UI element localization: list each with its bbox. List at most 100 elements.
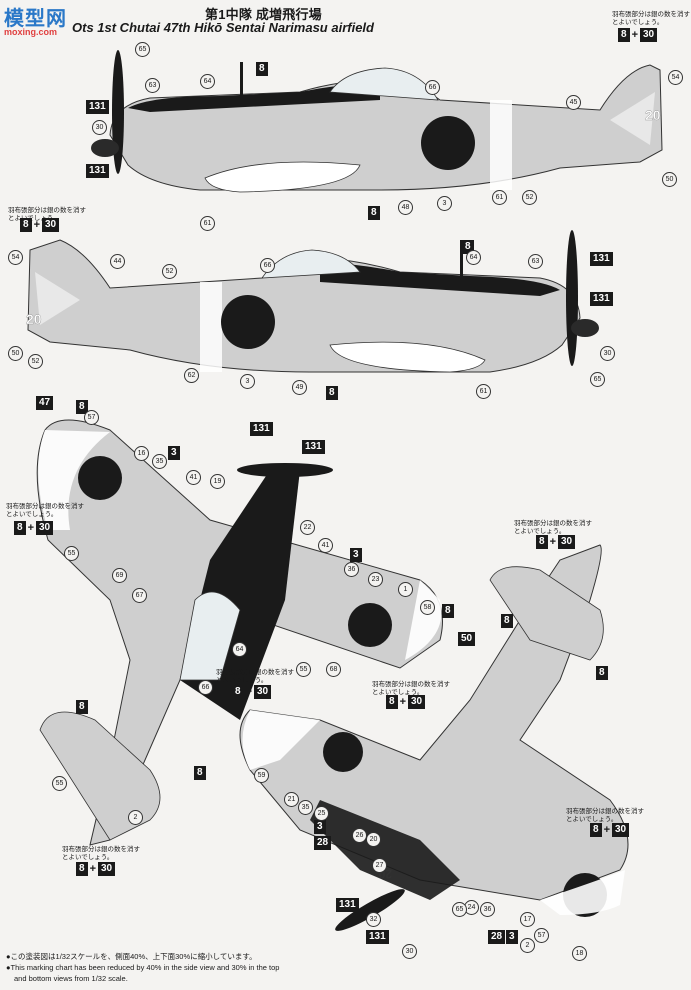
decal-8-plus-30: 8+30: [386, 695, 426, 709]
decal-box-8: 8: [596, 666, 608, 680]
callout-3: 3: [437, 196, 452, 211]
watermark-logo: 模型网: [4, 8, 67, 30]
callout-65: 65: [590, 372, 605, 387]
decal-box-131: 131: [250, 422, 273, 436]
callout-54: 54: [668, 70, 683, 85]
callout-50: 50: [662, 172, 677, 187]
decal-box-8: 8: [501, 614, 513, 628]
callout-30: 30: [600, 346, 615, 361]
callout-57: 57: [534, 928, 549, 943]
callout-67: 67: [132, 588, 147, 603]
callout-57: 57: [84, 410, 99, 425]
svg-text:20: 20: [645, 107, 661, 123]
callout-2: 2: [128, 810, 143, 825]
callout-44: 44: [110, 254, 125, 269]
callout-32: 32: [366, 912, 381, 927]
decal-box-8: 8: [256, 62, 268, 76]
decal-box-8: 8: [76, 400, 88, 414]
callout-23: 23: [368, 572, 383, 587]
decal-8-plus-30: 8+30: [14, 521, 54, 535]
decal-8-plus-30: 8+30: [536, 535, 576, 549]
decal-box-131: 131: [590, 252, 613, 266]
callout-61: 61: [492, 190, 507, 205]
callout-41: 41: [186, 470, 201, 485]
decal-box-8: 8: [462, 240, 474, 254]
decal-box-47: 47: [36, 396, 54, 410]
fabric-note: 羽布張部分は銀の数を消すとよいでしょう。: [62, 846, 140, 861]
decal-box-50: 50: [458, 632, 476, 646]
callout-30: 30: [92, 120, 107, 135]
callout-54: 54: [8, 250, 23, 265]
callout-61: 61: [200, 216, 215, 231]
decal-box-131: 131: [590, 292, 613, 306]
callout-65: 65: [135, 42, 150, 57]
decal-box-3: 3: [314, 820, 326, 834]
callout-55: 55: [52, 776, 67, 791]
callout-25: 25: [314, 806, 329, 821]
decal-box-8: 8: [368, 206, 380, 220]
callout-36: 36: [344, 562, 359, 577]
header-title-en: Ots 1st Chutai 47th Hikō Sentai Narimasu…: [72, 20, 374, 35]
callout-41: 41: [318, 538, 333, 553]
side-view-upper: 20: [91, 50, 663, 193]
decal-8-plus-30: 8+30: [232, 685, 272, 699]
callout-52: 52: [28, 354, 43, 369]
callout-20: 20: [366, 832, 381, 847]
callout-52: 52: [522, 190, 537, 205]
decal-box-8: 8: [194, 766, 206, 780]
decal-box-28: 28: [488, 930, 506, 944]
bottom-view: 20: [239, 544, 629, 931]
callout-66: 66: [260, 258, 275, 273]
callout-55: 55: [296, 662, 311, 677]
callout-30: 30: [402, 944, 417, 959]
callout-19: 19: [210, 474, 225, 489]
callout-26: 26: [352, 828, 367, 843]
fabric-note: 羽布張部分は銀の数を消すとよいでしょう。: [8, 207, 86, 222]
footer-line1: ●この塗装図は1/32スケールを、側面40%、上下面30%に縮小しています。: [6, 952, 257, 961]
decal-box-3: 3: [168, 446, 180, 460]
callout-59: 59: [254, 768, 269, 783]
callout-16: 16: [134, 446, 149, 461]
callout-45: 45: [566, 95, 581, 110]
fabric-note: 羽布張部分は銀の数を消すとよいでしょう。: [514, 520, 592, 535]
callout-61: 61: [476, 384, 491, 399]
callout-58: 58: [420, 600, 435, 615]
decal-8-plus-30: 8+30: [618, 28, 658, 42]
decal-box-131: 131: [336, 898, 359, 912]
callout-18: 18: [572, 946, 587, 961]
callout-17: 17: [520, 912, 535, 927]
decal-8-plus-30: 8+30: [20, 218, 60, 232]
callout-49: 49: [292, 380, 307, 395]
callout-63: 63: [528, 254, 543, 269]
fabric-note: 羽布張部分は銀の数を消すとよいでしょう。: [372, 681, 450, 696]
decal-box-131: 131: [86, 100, 109, 114]
callout-66: 66: [198, 680, 213, 695]
callout-63: 63: [145, 78, 160, 93]
decal-box-8: 8: [76, 700, 88, 714]
callout-22: 22: [300, 520, 315, 535]
callout-64: 64: [232, 642, 247, 657]
callout-68: 68: [326, 662, 341, 677]
fabric-note: 羽布張部分は銀の数を消すとよいでしょう。: [216, 669, 294, 684]
header-title-jp: 第1中隊 成増飛行場: [205, 7, 322, 22]
decal-box-28: 28: [314, 836, 332, 850]
callout-50: 50: [8, 346, 23, 361]
decal-8-plus-30: 8+30: [590, 823, 630, 837]
decal-box-131: 131: [302, 440, 325, 454]
decal-box-3: 3: [506, 930, 518, 944]
callout-64: 64: [200, 74, 215, 89]
decal-8-plus-30: 8+30: [76, 862, 116, 876]
callout-3: 3: [240, 374, 255, 389]
callout-52: 52: [162, 264, 177, 279]
callout-21: 21: [284, 792, 299, 807]
decal-box-131: 131: [366, 930, 389, 944]
callout-64: 64: [466, 250, 481, 265]
side-view-lower: 20: [26, 230, 599, 373]
decal-box-8: 8: [442, 604, 454, 618]
callout-69: 69: [112, 568, 127, 583]
decal-box-8: 8: [326, 386, 338, 400]
callout-55: 55: [64, 546, 79, 561]
footer-line3: and bottom views from 1/32 scale.: [14, 974, 128, 983]
